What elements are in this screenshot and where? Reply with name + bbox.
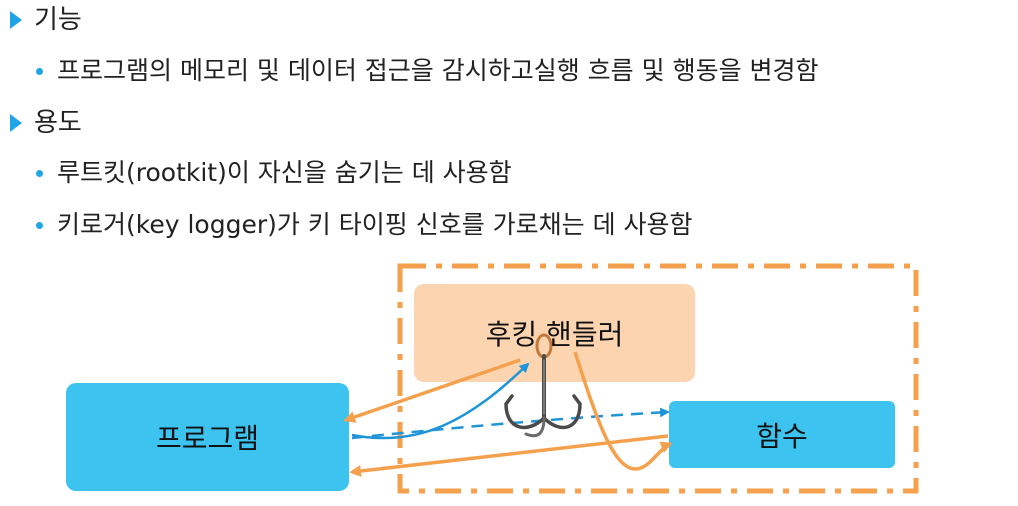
redirect-arrow	[351, 362, 530, 440]
triangle-bullet-icon	[10, 114, 22, 132]
program-label: 프로그램	[155, 422, 260, 455]
function-return-arrow	[349, 434, 669, 477]
handler-to-program-arrow	[343, 358, 521, 423]
bullet-item: 키로거(key logger)가 키 타이핑 신호를 가로채는 데 사용함	[36, 212, 693, 238]
handler-to-function-arrow	[573, 351, 673, 471]
hook-handler-box	[414, 284, 695, 382]
program-box	[66, 383, 349, 491]
function-box	[669, 401, 895, 468]
hook-region-frame	[397, 263, 919, 494]
section-heading: 용도	[10, 110, 82, 136]
bullet-text: 루트킷(rootkit)이 자신을 숨기는 데 사용함	[57, 158, 512, 187]
fishhook-icon	[504, 333, 582, 438]
bullet-item: 루트킷(rootkit)이 자신을 숨기는 데 사용함	[36, 160, 512, 186]
dot-bullet-icon	[36, 67, 43, 75]
bullet-item: 프로그램의 메모리 및 데이터 접근을 감시하고실행 흐름 및 행동을 변경함	[36, 58, 819, 84]
bullet-text: 프로그램의 메모리 및 데이터 접근을 감시하고실행 흐름 및 행동을 변경함	[57, 56, 819, 85]
section-title: 용도	[34, 108, 82, 138]
hook-handler-label: 후킹 핸들러	[485, 318, 624, 351]
function-label: 함수	[756, 419, 808, 453]
bullet-text: 키로거(key logger)가 키 타이핑 신호를 가로채는 데 사용함	[57, 210, 693, 239]
dot-bullet-icon	[36, 169, 43, 177]
section-title: 기능	[34, 5, 82, 35]
triangle-bullet-icon	[10, 11, 22, 29]
section-heading: 기능	[10, 7, 82, 33]
dot-bullet-icon	[36, 221, 43, 229]
